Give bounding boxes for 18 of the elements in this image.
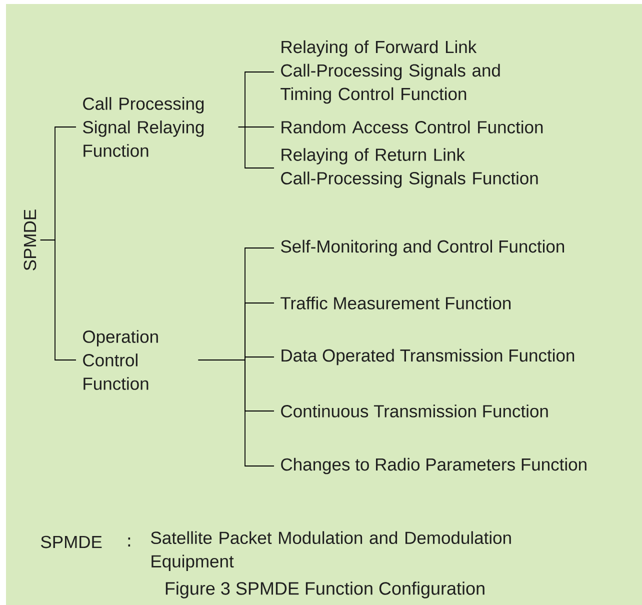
function-label: Relaying of Return Link Call-Processing Signals Function [281,148,538,188]
abbreviation: SPMDE [41,536,102,548]
abbreviation-definition: Satellite Packet Modulation and Demodulation Equipment [151,531,511,572]
function-label: Call Processing Signal Relaying Function [83,97,204,157]
function-label: Relaying of Forward Link Call-Processing Signals and Timing Control Function [280,40,500,104]
tree-connector [40,240,76,360]
function-label: Operation Control Function [83,330,158,390]
function-label: Traffic Measurement Function [280,296,511,310]
function-label: Self-Monitoring and Control Function [281,240,564,256]
function-label: Continuous Transmission Function [281,404,548,418]
tree-connector [238,126,274,168]
caption: Figure 3 SPMDE Function Configuration [166,582,484,598]
function-label: Changes to Radio Parameters Function [281,458,586,474]
tree-connector [198,360,274,466]
root-label: SPMDE [24,210,36,270]
separator: : [128,537,130,547]
function-label: Random Access Control Function [282,120,543,134]
function-label: Data Operated Transmission Function [282,348,574,366]
